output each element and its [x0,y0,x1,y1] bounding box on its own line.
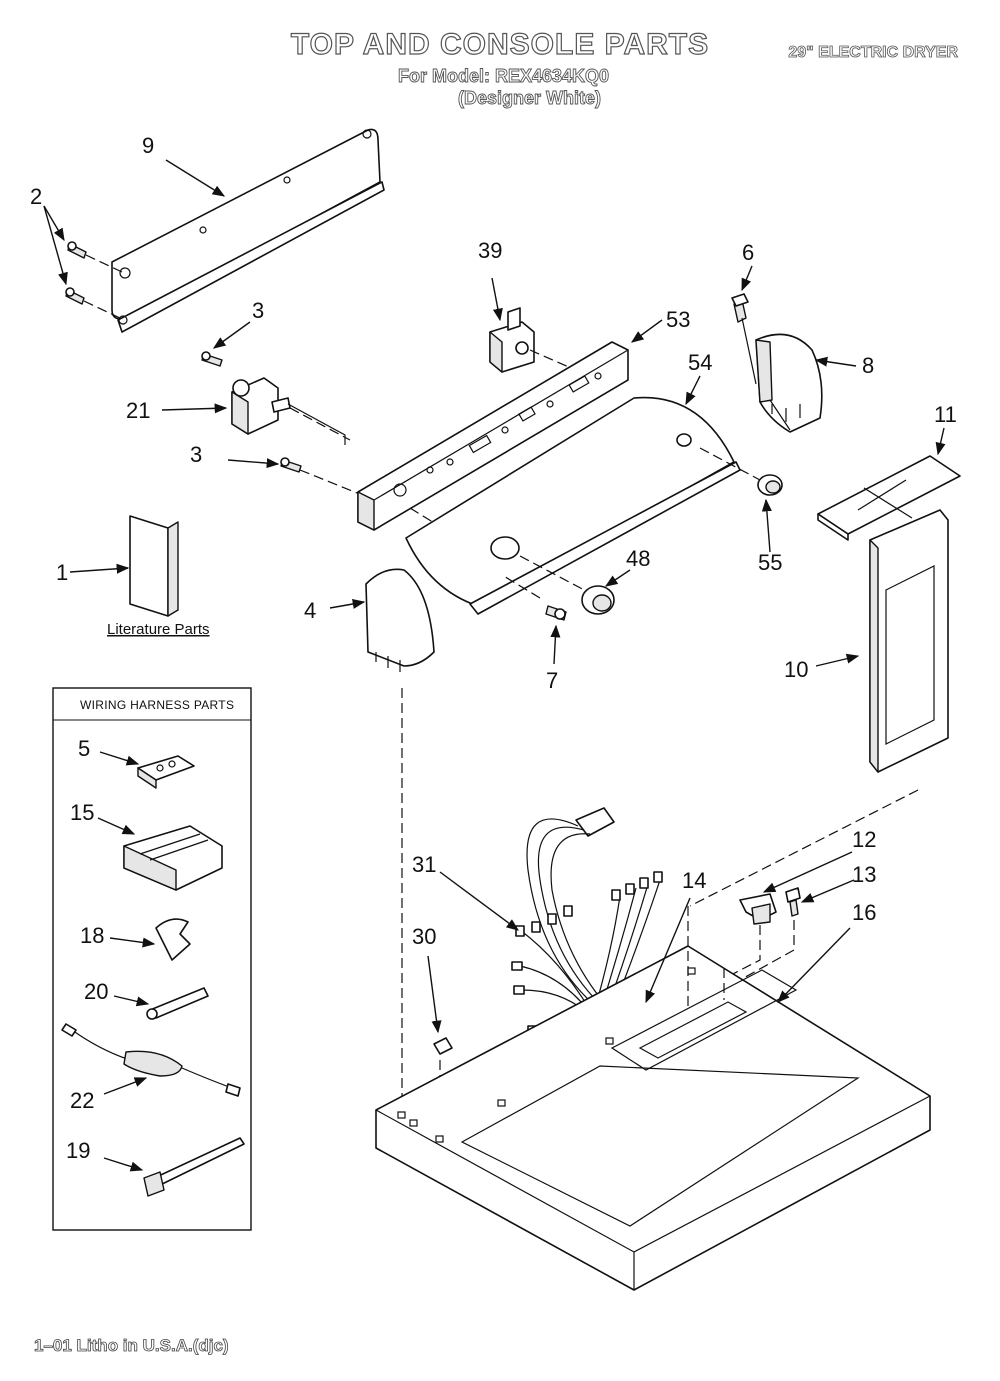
part-13-screw [739,887,801,981]
part-18-clip [109,918,191,961]
part-21-timer [231,377,351,445]
callout-12: 12 [852,827,876,852]
callout-19: 19 [66,1138,90,1163]
leader-lines [43,159,946,1034]
part-8-end-cap-right [755,333,823,433]
part-22-thermal-fuse [61,1023,241,1097]
part-16-top-panel [375,906,931,1291]
wiring-box-title: WIRING HARNESS PARTS [80,698,234,712]
part-5-connector [99,751,195,789]
part-19-cable-tie [103,1137,245,1197]
callout-5: 5 [78,736,90,761]
callout-4: 4 [304,598,316,623]
part-55-knob [757,474,783,496]
callout-16: 16 [852,900,876,925]
part-54-console [405,396,761,615]
callout-2: 2 [30,184,42,209]
part-3-screws [201,351,363,496]
model-line: For Model: REX4634KQ0 [398,66,610,87]
product-label: 29" ELECTRIC DRYER [788,44,958,62]
part-11-lint-screen [817,455,961,541]
callout-14: 14 [682,868,706,893]
page-title: TOP AND CONSOLE PARTS [290,27,710,61]
callout-1: 1 [56,560,68,585]
callout-30: 30 [412,924,436,949]
part-39-switch [489,307,581,373]
part-48-timer-knob [581,585,615,615]
callout-3-lower: 3 [190,442,202,467]
part-9-console-back-panel [111,128,385,333]
literature-parts-label: Literature Parts [107,621,210,638]
part-1-literature [129,515,179,617]
callout-20: 20 [84,979,108,1004]
callout-31: 31 [412,852,436,877]
part-12-door-switch [724,893,777,979]
callout-54: 54 [688,350,712,375]
callout-53: 53 [666,307,690,332]
footer-print-info: 1–01 Litho in U.S.A.(djc) [34,1336,229,1356]
callout-22: 22 [70,1088,94,1113]
callout-11: 11 [934,402,957,427]
wiring-harness-box [52,687,252,1231]
part-53-control-bracket [357,341,629,546]
callout-39: 39 [478,238,502,263]
callout-13: 13 [852,862,876,887]
part-15-terminal-block [97,817,223,891]
part-7-screw [501,574,567,621]
callout-6: 6 [742,240,754,265]
callout-8: 8 [862,353,874,378]
callout-55: 55 [758,550,782,575]
callout-10: 10 [784,657,808,682]
callout-9: 9 [142,133,154,158]
part-4-end-cap-left [365,568,435,1110]
part-20-terminal [113,987,209,1020]
part-6-screw [731,293,757,385]
part-10-lint-housing [689,509,949,907]
part-2-screws [65,241,123,319]
callout-15: 15 [70,800,94,825]
callout-7: 7 [546,668,558,693]
callout-21: 21 [126,398,150,423]
callout-48: 48 [626,546,650,571]
color-line: (Designer White) [458,88,602,109]
callout-18: 18 [80,923,104,948]
callout-3-upper: 3 [252,298,264,323]
